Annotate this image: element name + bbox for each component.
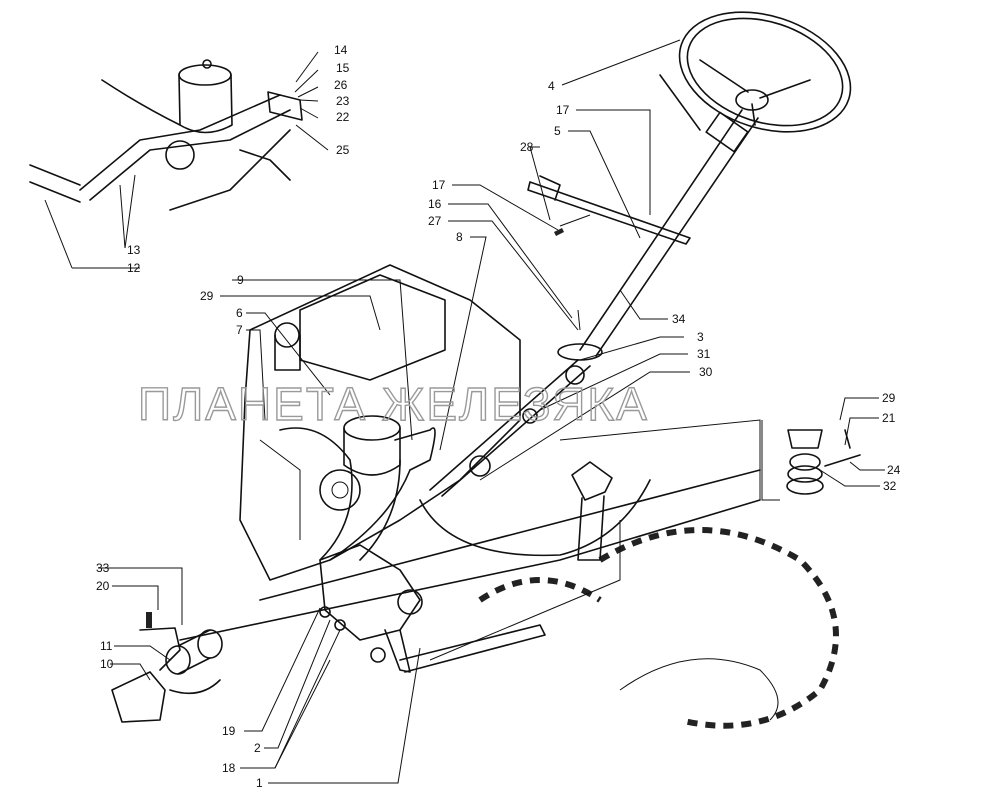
tire-icon [478, 527, 839, 729]
bracket-inset [111, 612, 223, 723]
callout-30: 30 [699, 365, 713, 379]
watermark-text: ПЛАНЕТА ЖЕЛЕЗЯКА [138, 378, 649, 430]
callout-29-right: 29 [882, 391, 896, 405]
callout-17-top: 17 [556, 103, 570, 117]
steering-wheel-icon [678, 11, 852, 133]
callout-21: 21 [882, 411, 896, 425]
callout-15: 15 [336, 61, 350, 75]
chassis-frame [179, 419, 761, 661]
leader-lines [44, 39, 885, 784]
callout-1: 1 [256, 776, 263, 790]
callout-13: 13 [127, 243, 141, 257]
callout-26: 26 [334, 78, 348, 92]
callout-10: 10 [100, 657, 114, 671]
callout-22: 22 [336, 110, 350, 124]
column-bracket [527, 175, 691, 331]
callout-labels: 14 15 26 23 22 25 13 12 4 17 5 28 17 16 … [96, 43, 901, 790]
steering-gear [319, 544, 546, 673]
callout-34: 34 [672, 312, 686, 326]
callout-23: 23 [336, 94, 350, 108]
oil-tank-icon [343, 415, 436, 476]
callout-12: 12 [127, 261, 141, 275]
callout-7: 7 [236, 323, 243, 337]
callout-27: 27 [428, 214, 442, 228]
callout-17-mid: 17 [432, 178, 446, 192]
cardan-shaft [429, 359, 591, 497]
callout-3: 3 [697, 330, 704, 344]
callout-2: 2 [254, 741, 261, 755]
callout-19: 19 [222, 724, 236, 738]
callout-6: 6 [236, 306, 243, 320]
callout-25: 25 [336, 143, 350, 157]
engine-icon [239, 264, 521, 581]
callout-20: 20 [96, 579, 110, 593]
callout-29-left: 29 [200, 289, 214, 303]
callout-18: 18 [222, 761, 236, 775]
tank-inset [29, 59, 303, 211]
column-support [571, 461, 613, 561]
callout-9: 9 [237, 273, 244, 287]
callout-16: 16 [428, 197, 442, 211]
callout-28: 28 [520, 140, 534, 154]
steering-column [557, 74, 759, 361]
callout-32: 32 [883, 479, 897, 493]
callout-4: 4 [548, 79, 555, 93]
fitting-inset [761, 420, 861, 501]
callout-33: 33 [96, 561, 110, 575]
callout-11: 11 [100, 639, 113, 653]
callout-31: 31 [697, 347, 711, 361]
callout-5: 5 [554, 124, 561, 138]
callout-8: 8 [456, 230, 463, 244]
callout-14: 14 [334, 43, 348, 57]
callout-24: 24 [887, 463, 901, 477]
